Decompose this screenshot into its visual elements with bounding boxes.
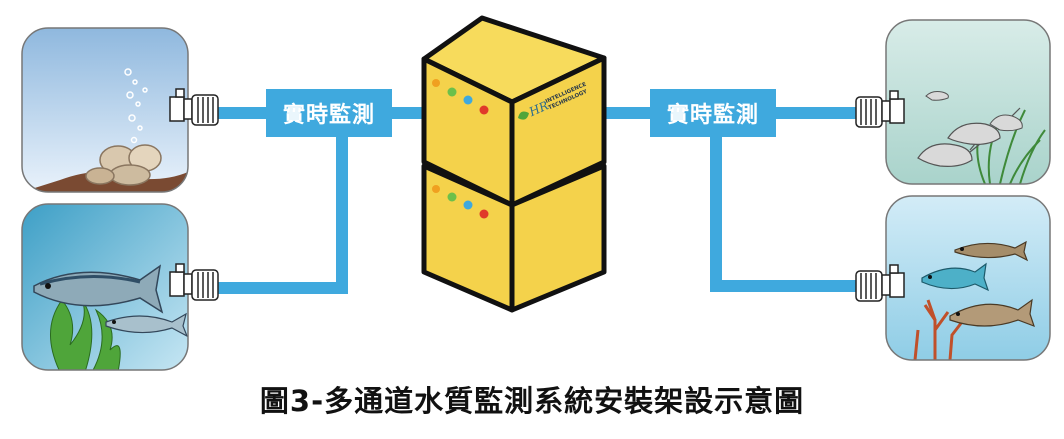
- clam-shell-4: [85, 167, 115, 185]
- fish-middle: [921, 262, 990, 292]
- leaf-icon: [518, 111, 529, 120]
- small-fish: [105, 312, 188, 338]
- shrimp-4: [925, 91, 949, 101]
- monitoring-cabinet: [421, 15, 607, 313]
- seaweed: [50, 299, 121, 370]
- shrimp-tank: [885, 19, 1051, 185]
- pump-left-bottom: [169, 263, 219, 301]
- realtime-monitor-label-right: 實時監測: [650, 89, 776, 137]
- realtime-monitor-label-left: 實時監測: [266, 89, 392, 137]
- status-leds-upper: [432, 79, 489, 115]
- bubbles: [124, 68, 148, 144]
- fish-bottom: [949, 298, 1035, 328]
- pump-right-bottom: [855, 264, 905, 302]
- clam-tank: [21, 27, 189, 193]
- saltwater-fish-tank: [21, 203, 189, 371]
- freshwater-fish-tank: [885, 195, 1051, 361]
- fish-top: [954, 240, 1029, 262]
- figure-caption: 圖3-多通道水質監測系統安裝架設示意圖: [259, 384, 805, 418]
- shrimp-3: [989, 114, 1023, 132]
- pipes: [215, 107, 860, 294]
- pump-left-top: [169, 88, 219, 126]
- status-leds-lower: [432, 185, 489, 219]
- clam-shell-3: [109, 164, 151, 186]
- pump-right-top: [855, 90, 905, 128]
- big-fish: [33, 264, 164, 314]
- coral: [913, 299, 964, 360]
